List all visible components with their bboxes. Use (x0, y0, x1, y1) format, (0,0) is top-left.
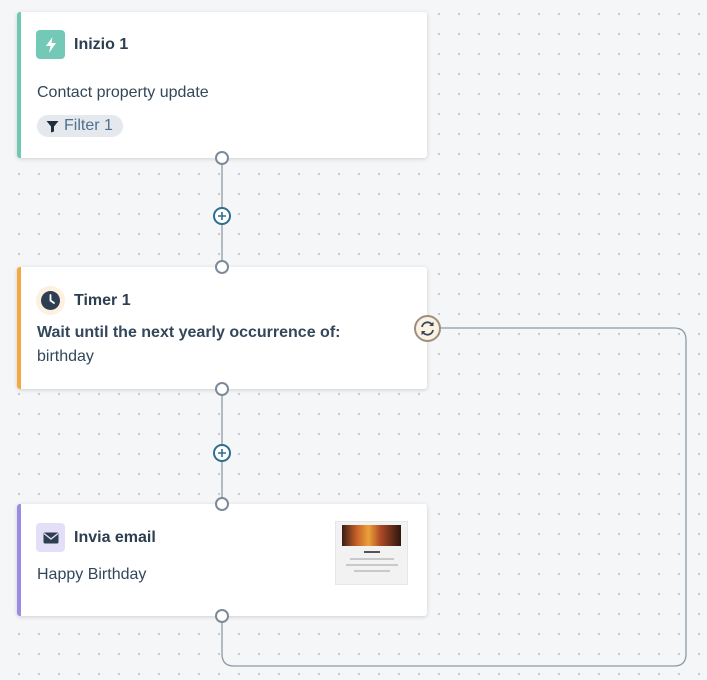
trigger-card-inizio[interactable]: Inizio 1 Contact property update Filter … (17, 12, 427, 158)
plus-circle-icon (218, 449, 226, 457)
loop-back-connector-line (221, 327, 687, 667)
email-preview-thumbnail[interactable] (335, 521, 408, 585)
email-card-input-port[interactable] (215, 497, 229, 511)
email-card-description: Happy Birthday (37, 566, 147, 583)
timer-card-title: Timer 1 (74, 291, 131, 309)
add-action-button-1[interactable] (213, 207, 231, 225)
filter-chip[interactable]: Filter 1 (37, 115, 123, 137)
trigger-card-title: Inizio 1 (74, 35, 129, 53)
timer-card-condition: Wait until the next yearly occurrence of… (37, 324, 341, 341)
trigger-card-description: Contact property update (37, 84, 209, 101)
envelope-icon (36, 523, 65, 552)
email-card-accent-stripe (17, 504, 21, 616)
add-action-button-2[interactable] (213, 444, 231, 462)
timer-card-property: birthday (37, 348, 94, 365)
clock-icon (36, 286, 65, 315)
timer-card-output-port[interactable] (215, 382, 229, 396)
lightning-bolt-icon (36, 30, 65, 59)
refresh-icon (421, 321, 434, 336)
plus-circle-icon (218, 212, 226, 220)
email-preview-image (342, 525, 401, 546)
timer-card-accent-stripe (17, 267, 21, 389)
email-card-title: Invia email (74, 528, 156, 546)
timer-card-input-port[interactable] (215, 260, 229, 274)
timer-card[interactable]: Timer 1 Wait until the next yearly occur… (17, 267, 427, 389)
filter-funnel-icon (46, 120, 59, 132)
loop-toggle-button[interactable] (414, 315, 441, 342)
trigger-card-accent-stripe (17, 12, 21, 158)
email-card-output-port[interactable] (215, 609, 229, 623)
filter-chip-label: Filter 1 (64, 117, 113, 134)
email-card[interactable]: Invia email Happy Birthday (17, 504, 427, 616)
trigger-card-output-port[interactable] (215, 151, 229, 165)
